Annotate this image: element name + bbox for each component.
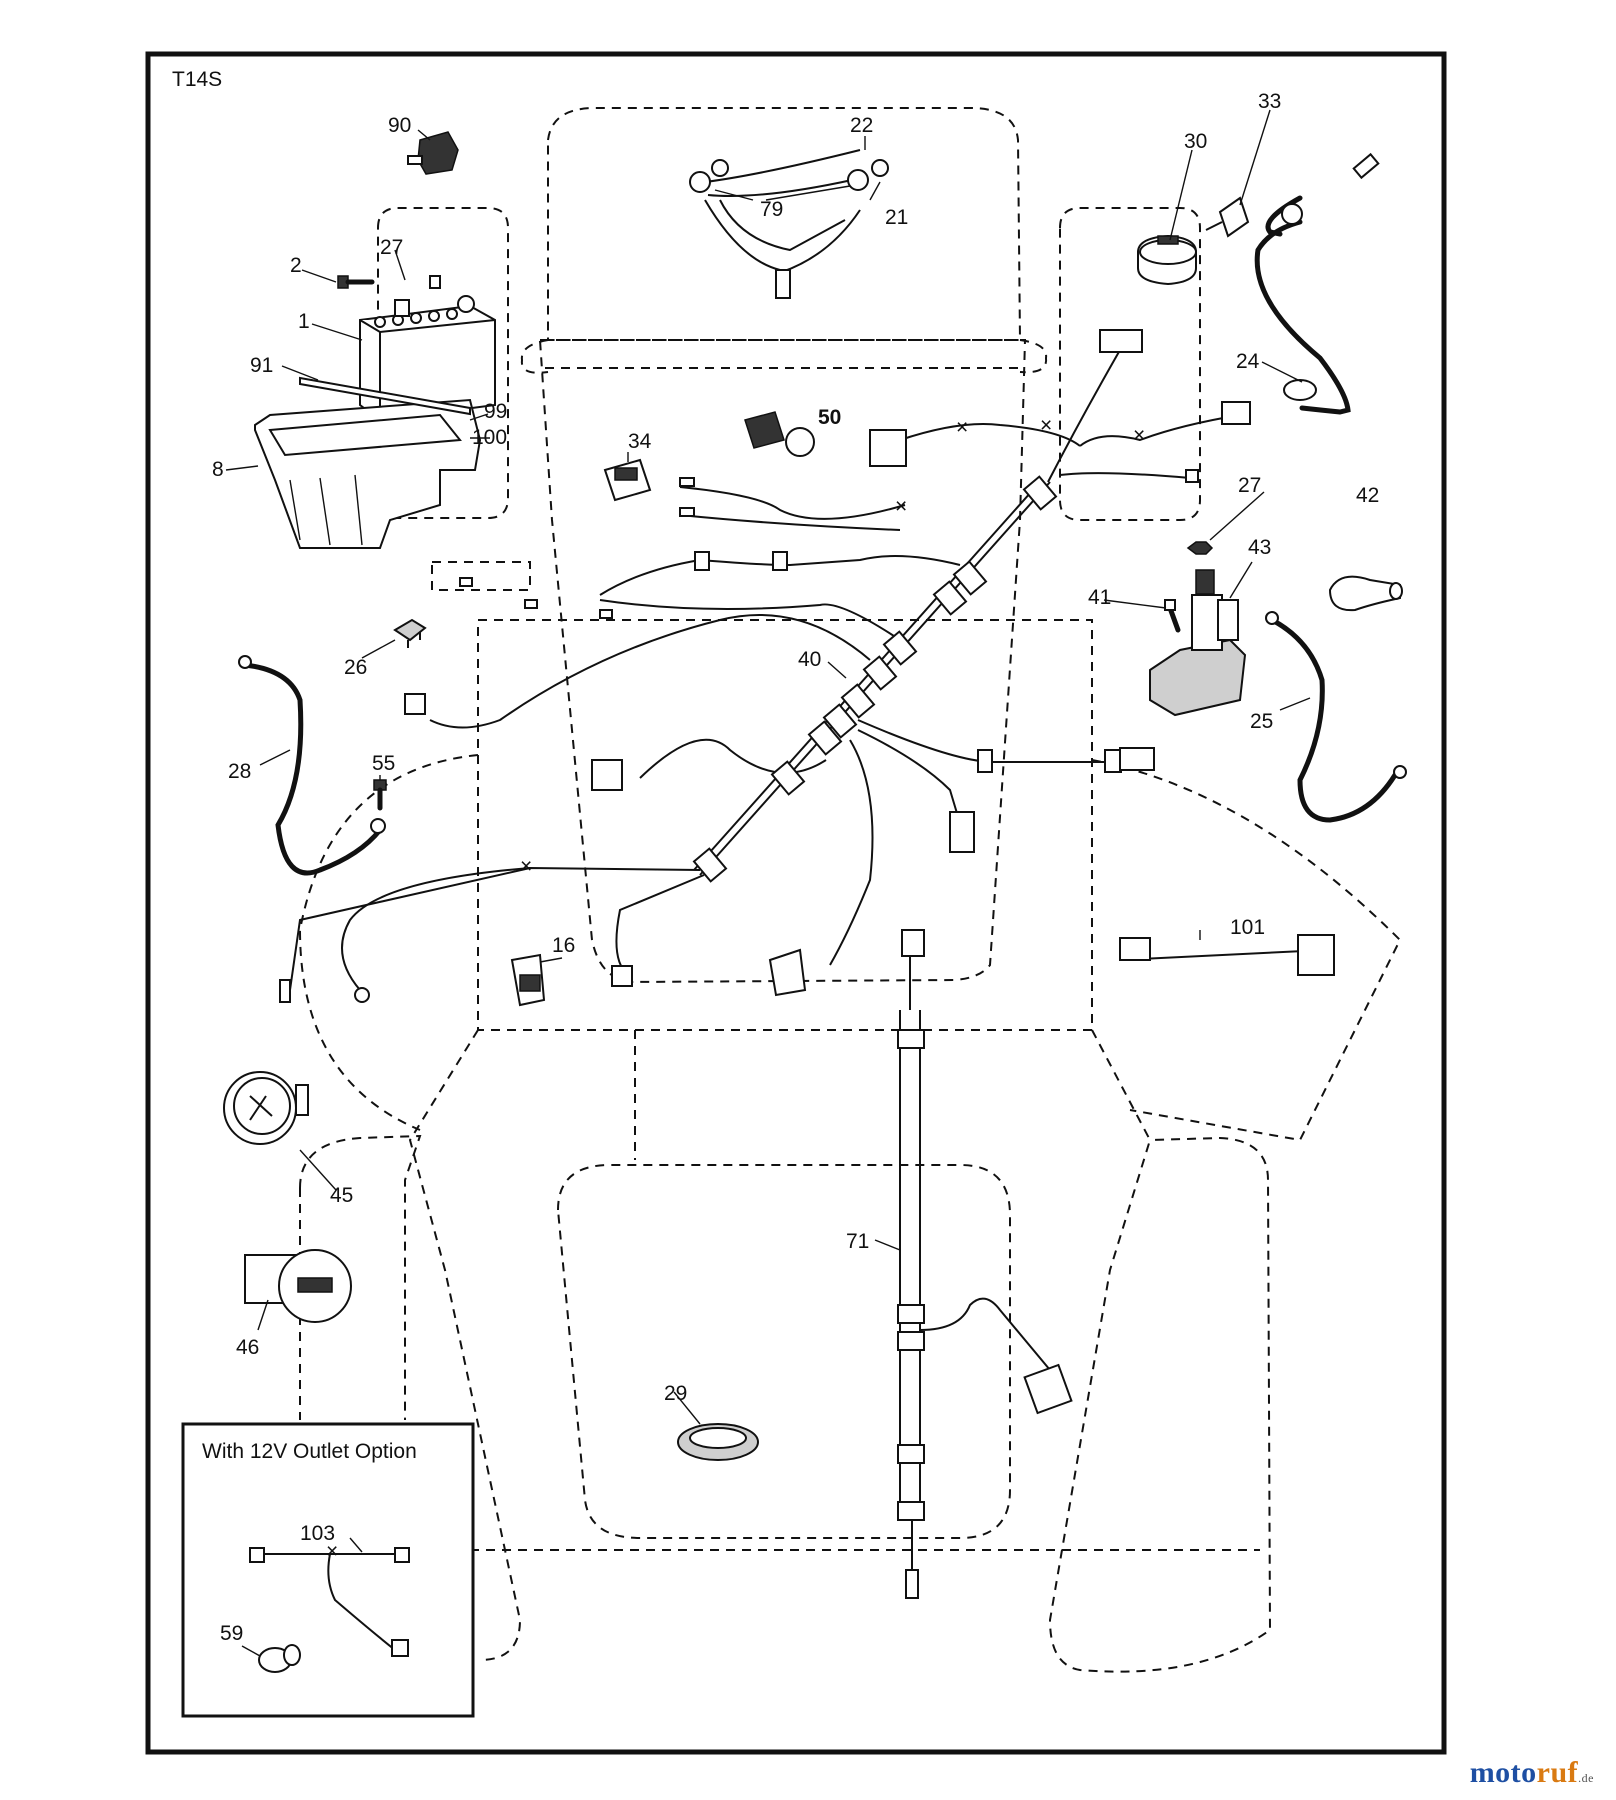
battery-bolt [337,275,441,289]
cable-25 [1265,611,1407,823]
inset-title: With 12V Outlet Option [202,1440,417,1463]
callout-29: 29 [664,1382,687,1405]
callout-22: 22 [850,114,873,137]
svg-text:×: × [1040,414,1052,437]
callout-25: 25 [1250,710,1273,733]
callout-42: 42 [1356,484,1379,507]
callout-28: 28 [228,760,251,783]
diagram-frame [145,51,1447,1755]
part-33 [1205,196,1250,238]
svg-text:×: × [1133,424,1145,447]
callout-90: 90 [388,114,411,137]
callout-26: 26 [344,656,367,679]
callout-91: 91 [250,354,273,377]
cable-24 [1254,152,1380,415]
callout-101: 101 [1230,916,1265,939]
callout-79: 79 [760,198,783,221]
callout-46: 46 [236,1336,259,1359]
diagram-title: T14S [172,68,222,91]
main-harness: × × × × × [289,349,1326,1580]
svg-text:×: × [326,1540,338,1563]
svg-text:×: × [956,416,968,439]
harness-clips [692,475,1155,1521]
boot-42 [1328,575,1403,612]
hour-meter-46 [244,1249,352,1323]
callout-43: 43 [1248,536,1271,559]
callout-8: 8 [212,458,224,481]
svg-text:×: × [895,495,907,518]
battery [359,295,496,422]
callout-59: 59 [220,1622,243,1645]
callout-24: 24 [1236,350,1260,373]
callout-34: 34 [628,430,652,453]
battery-tray [254,398,482,549]
callout-27b: 27 [1238,474,1261,497]
callout-16: 16 [552,934,575,957]
nut-27 [1186,541,1214,555]
callout-55: 55 [372,752,395,775]
callout-30: 30 [1184,130,1207,153]
callout-labels: 1 2 8 16 21 22 24 25 26 27 27 28 29 30 3… [212,90,1379,1645]
callout-33: 33 [1258,90,1281,113]
solenoid [1149,569,1247,717]
harness-connectors [279,329,1335,1599]
callout-27a: 27 [380,236,403,259]
headlights [689,149,889,299]
callout-103: 103 [300,1522,335,1545]
switch-34 [603,458,652,502]
callout-45: 45 [330,1184,353,1207]
part-29 [677,1423,759,1461]
bolt-55 [373,779,387,811]
callout-41: 41 [1088,586,1111,609]
gauge-45 [223,1071,309,1145]
callout-100: 100 [472,426,507,449]
watermark-logo: motoruf.de [1469,1756,1594,1789]
hold-down-strap [299,376,471,416]
ignition-switch [1137,234,1197,286]
callout-71: 71 [846,1230,869,1253]
callout-40: 40 [798,648,821,671]
callout-21: 21 [885,206,908,229]
inset-12v-outlet: With 12V Outlet Option × [181,1422,475,1718]
part-50 [744,411,815,457]
cable-28 [238,655,386,876]
callout-2: 2 [290,254,302,277]
part-16 [510,953,546,1007]
bolt-41 [1164,599,1181,633]
svg-text:×: × [520,855,532,878]
callout-1: 1 [298,310,310,333]
callout-50: 50 [818,406,841,429]
leader-lines [225,109,1311,1425]
callout-99: 99 [484,400,507,423]
fuse-26 [393,618,427,648]
part-90 [407,131,459,175]
